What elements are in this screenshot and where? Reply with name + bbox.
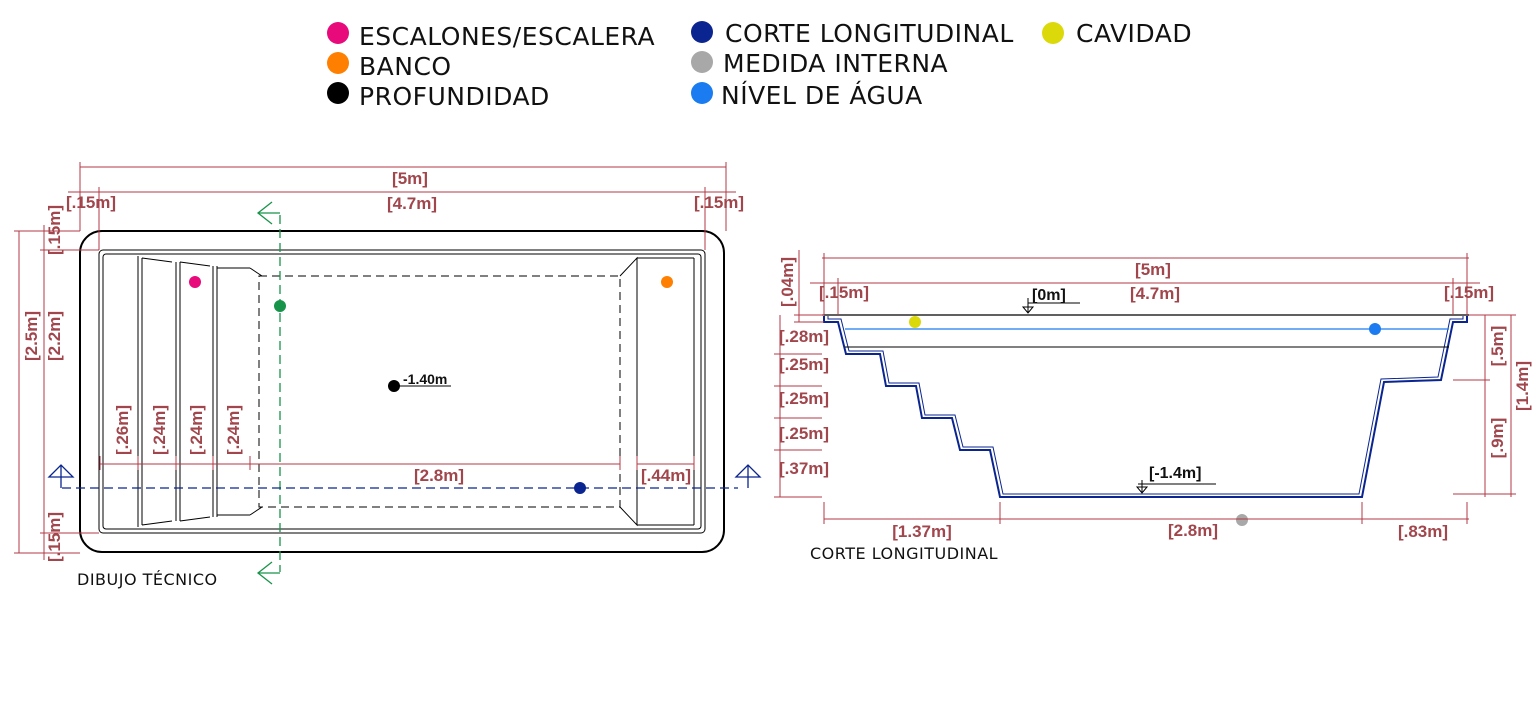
plan-dim-right-border: [.15m] xyxy=(694,193,744,212)
section-dot-medida xyxy=(1236,514,1248,526)
section-level-bottom: [-1.4m] xyxy=(1149,465,1201,482)
plan-steps xyxy=(137,256,263,527)
plan-dim-bottom-border: [.15m] xyxy=(45,512,64,562)
section-dim-left-border: [.15m] xyxy=(819,283,869,302)
section-profile-inner xyxy=(827,316,1464,495)
section-dimensions-right: [.5m] [.9m] [1.4m] xyxy=(1453,314,1532,497)
legend-dot-banco xyxy=(327,52,349,74)
plan-dot-escalones xyxy=(189,276,201,288)
plan-dim-internal-length: [4.7m] xyxy=(387,194,437,213)
plan-caption: DIBUJO TÉCNICO xyxy=(77,570,218,589)
plan-dim-step-3: [.24m] xyxy=(187,405,206,455)
plan-dot-corte xyxy=(574,482,586,494)
section-dim-bottom-left: [1.37m] xyxy=(892,522,952,541)
plan-dim-bench-width: [.44m] xyxy=(641,466,691,485)
level-marker-top: [0m] xyxy=(1021,287,1080,314)
plan-dim-top-border: [.15m] xyxy=(45,205,64,255)
section-dim-right-border: [.15m] xyxy=(1444,283,1494,302)
section-dim-right-lower: [.9m] xyxy=(1488,418,1507,459)
section-dim-h1: [.28m] xyxy=(779,327,829,346)
legend-dot-profundidad xyxy=(327,82,349,104)
plan-dim-step-4: [.24m] xyxy=(224,405,243,455)
section-dim-bottom-right: [.83m] xyxy=(1398,522,1448,541)
plan-bench xyxy=(619,256,695,527)
plan-dim-left-border: [.15m] xyxy=(66,193,116,212)
plan-dot-profundidad xyxy=(388,380,400,392)
plan-dot-banco xyxy=(661,276,673,288)
plan-dim-floor-length: [2.8m] xyxy=(414,466,464,485)
legend-label-cavidad: CAVIDAD xyxy=(1076,19,1192,48)
legend-dot-corte xyxy=(691,21,713,43)
plan-dim-total-width: [2.5m] xyxy=(22,311,41,361)
legend-label-medida: MEDIDA INTERNA xyxy=(723,49,948,78)
plan-dim-internal-width: [2.2m] xyxy=(45,311,64,361)
legend: ESCALONES/ESCALERA BANCO PROFUNDIDAD COR… xyxy=(327,19,1192,111)
legend-dot-escalones xyxy=(327,22,349,44)
plan-dim-total-length: [5m] xyxy=(392,169,428,188)
plan-dimensions-left: [2.5m] [2.2m] [.15m] [.15m] xyxy=(14,205,99,562)
section-arrow-top-icon xyxy=(256,201,280,225)
plan-view: -1.40m [5m] [4.7m] [.15m] [.15m] [2.5m] … xyxy=(14,162,762,589)
legend-dot-cavidad xyxy=(1042,22,1064,44)
level-marker-bottom: [-1.4m] xyxy=(1135,465,1216,494)
section-view: [0m] [-1.4m] [5m] [4.7m] [.15m] [.15m] xyxy=(774,250,1532,563)
section-dim-h4: [.25m] xyxy=(779,424,829,443)
plan-dim-step-1: [.26m] xyxy=(113,405,132,455)
legend-label-nivel: NÍVEL DE ÁGUA xyxy=(721,81,923,110)
section-dim-total-length: [5m] xyxy=(1135,260,1171,279)
section-arrow-right-icon xyxy=(734,464,762,488)
section-dim-lip: [.04m] xyxy=(778,257,797,307)
plan-inner-edge-2 xyxy=(102,253,702,530)
section-dimensions-left: [.04m] [.28m] [.25m] [.25m] [.25m] [.37m… xyxy=(774,250,829,498)
legend-label-profundidad: PROFUNDIDAD xyxy=(359,82,550,111)
legend-dot-nivel xyxy=(691,82,713,104)
plan-outer-edge xyxy=(79,230,725,553)
section-dim-h2: [.25m] xyxy=(779,355,829,374)
section-level-top: [0m] xyxy=(1032,287,1066,304)
section-arrow-left-icon xyxy=(47,464,75,488)
section-profile-outer xyxy=(823,316,1468,498)
section-arrow-bottom-icon xyxy=(256,561,280,585)
section-dot-nivel xyxy=(1369,323,1381,335)
legend-dot-medida xyxy=(691,51,713,73)
section-dimensions-bottom: [1.37m] [2.8m] [.83m] xyxy=(823,502,1469,541)
section-dim-internal-length: [4.7m] xyxy=(1130,284,1180,303)
section-dim-h3: [.25m] xyxy=(779,389,829,408)
plan-dim-step-2: [.24m] xyxy=(150,405,169,455)
plan-dimensions-steps: [.26m] [.24m] [.24m] [.24m] [2.8m] [.44m… xyxy=(99,405,695,485)
legend-label-corte: CORTE LONGITUDINAL xyxy=(725,19,1014,48)
legend-label-escalones: ESCALONES/ESCALERA xyxy=(359,22,655,51)
section-dot-cavidad xyxy=(909,316,921,328)
plan-inner-edge xyxy=(98,249,706,534)
section-caption: CORTE LONGITUDINAL xyxy=(810,544,998,563)
section-dim-right-upper: [.5m] xyxy=(1488,326,1507,367)
legend-label-banco: BANCO xyxy=(359,52,452,81)
section-dim-h5: [.37m] xyxy=(779,459,829,478)
plan-dimensions-top: [5m] [4.7m] [.15m] [.15m] xyxy=(66,162,744,250)
section-dim-bottom-mid: [2.8m] xyxy=(1168,521,1218,540)
plan-floor-outline xyxy=(258,275,621,508)
section-dimensions-top: [5m] [4.7m] [.15m] [.15m] xyxy=(810,253,1494,315)
plan-depth-label: -1.40m xyxy=(403,371,447,387)
plan-dot-section xyxy=(274,300,286,312)
section-dim-right-total: [1.4m] xyxy=(1513,361,1532,411)
